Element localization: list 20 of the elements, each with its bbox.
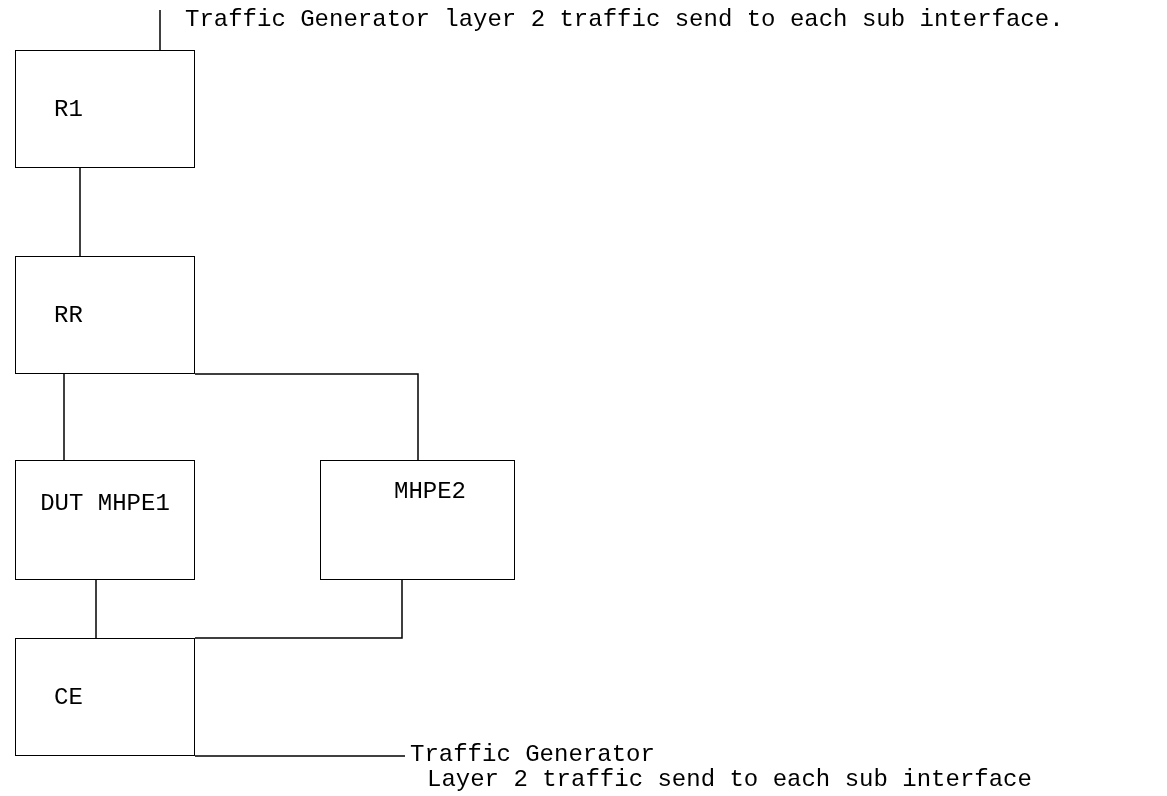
connector-line [159,9,161,51]
device-label: DUT MHPE1 [39,491,171,517]
device-box [15,638,195,756]
connector-line [95,579,97,639]
connector-line [79,167,81,257]
connector-line [194,755,406,757]
connector-line [194,373,419,461]
annotation-text: Layer 2 traffic send to each sub interface [427,767,1032,793]
device-label: RR [54,303,83,329]
connector-line [63,373,65,461]
device-box [15,460,195,580]
device-box [15,50,195,168]
device-box [320,460,515,580]
annotation-text: Traffic Generator [410,742,655,768]
device-label: R1 [54,97,83,123]
device-label: CE [54,685,83,711]
annotation-text: Traffic Generator layer 2 traffic send to each sub interface. [185,7,1064,33]
connector-line [194,579,403,639]
device-box [15,256,195,374]
device-label: MHPE2 [394,479,466,505]
